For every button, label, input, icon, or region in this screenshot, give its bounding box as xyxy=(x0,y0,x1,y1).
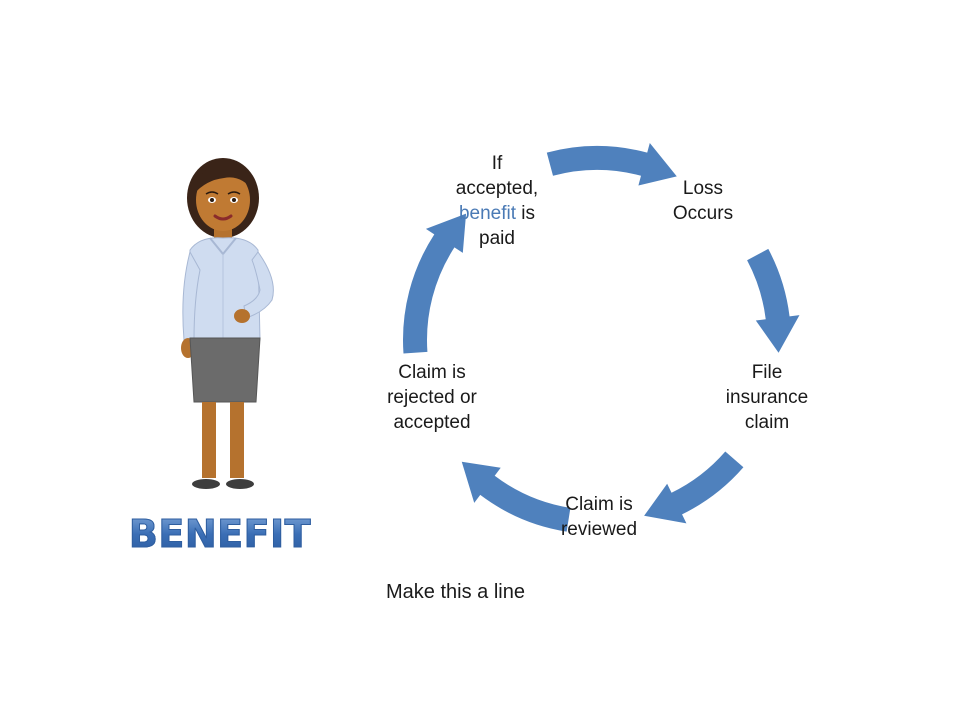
step-line: File xyxy=(751,362,783,383)
step-line-rest: is xyxy=(516,203,536,224)
step-claim-decision: Claim is rejected or accepted xyxy=(362,360,502,435)
step-line: accepted xyxy=(393,412,471,433)
arrow-to-paid-icon xyxy=(402,213,467,354)
step-line: Loss xyxy=(682,178,724,199)
step-line: accepted, xyxy=(455,178,539,199)
step-line: Occurs xyxy=(672,203,734,224)
step-benefit-paid: If accepted, benefit is paid xyxy=(437,151,557,251)
benefit-title: BENEFIT xyxy=(120,512,320,557)
step-line: rejected or xyxy=(387,387,477,408)
arrow-to-review-icon xyxy=(644,451,744,524)
step-line: claim xyxy=(744,412,790,433)
step-claim-reviewed: Claim is reviewed xyxy=(539,492,659,542)
step-file-claim: File insurance claim xyxy=(707,360,827,435)
step-line: Claim is xyxy=(398,362,466,383)
step-line: insurance xyxy=(725,387,809,408)
arrow-to-loss-icon xyxy=(546,142,677,186)
arrow-to-file-icon xyxy=(747,248,800,353)
step-line: reviewed xyxy=(560,519,638,540)
step-line: paid xyxy=(479,228,515,249)
step-line: Claim is xyxy=(565,494,633,515)
step-line-mixed: benefit is xyxy=(437,201,557,226)
note-text: Make this a line xyxy=(386,581,525,603)
benefit-highlight: benefit xyxy=(458,203,517,224)
arrow-to-decision-icon xyxy=(461,461,571,532)
step-loss-occurs: Loss Occurs xyxy=(643,176,763,226)
step-line: If xyxy=(491,153,503,174)
businesswoman-icon xyxy=(181,158,274,489)
